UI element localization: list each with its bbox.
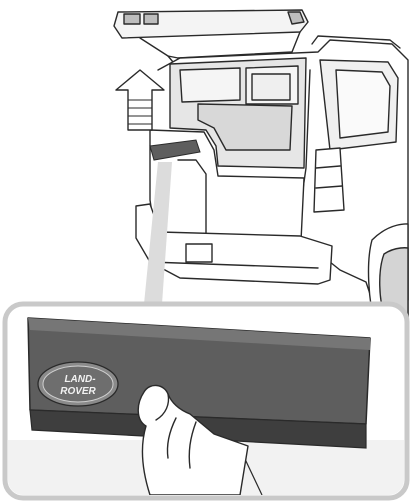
badge-text-line2: ROVER bbox=[60, 386, 96, 397]
badge-text-line1: LAND- bbox=[64, 374, 96, 385]
tail-light bbox=[314, 148, 344, 212]
up-arrow-icon bbox=[116, 70, 164, 130]
callout-detail: LAND- ROVER bbox=[8, 307, 404, 495]
